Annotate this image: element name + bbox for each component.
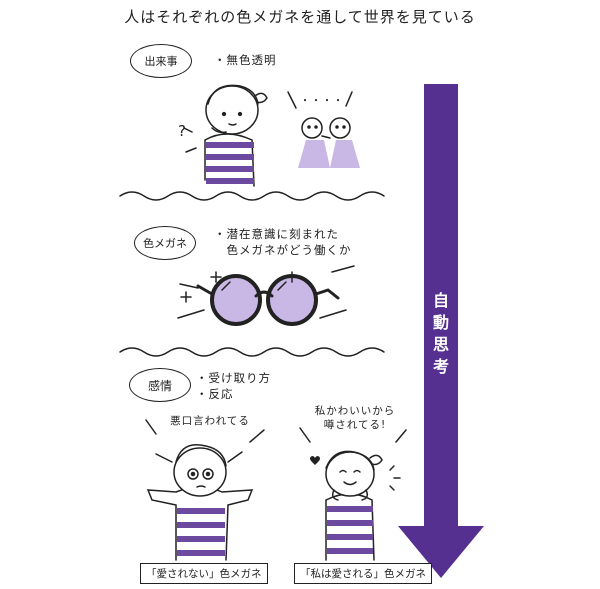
section-label-emotion: 感情 [129, 368, 191, 402]
question-mark: ? [178, 122, 186, 140]
section-label-glasses: 色メガネ [134, 226, 196, 260]
person-thinking-illustration [183, 84, 268, 187]
sparkle-icon [389, 465, 401, 491]
right-caption: 「私は愛される」色メガネ [294, 563, 432, 584]
section-desc-emotion: ・受け取り方 ・反応 [196, 371, 271, 401]
happy-person-illustration [299, 427, 407, 561]
two-people-whispering-illustration [287, 91, 360, 168]
section-desc-glasses: ・潜在意識に刻まれた 色メガネがどう働くか [214, 227, 352, 257]
right-speech-text: 私かわいいから 噂されてる! [314, 405, 396, 431]
left-speech-text: 悪口言われてる [170, 415, 250, 427]
page-title: 人はそれぞれの色メガネを通して世界を見ている [124, 8, 476, 26]
sunglasses-illustration [177, 265, 355, 326]
worried-person-illustration [145, 419, 265, 561]
thought-dots: ・・・・ [300, 96, 344, 107]
arrow-label: 自動思考 [432, 291, 449, 376]
section-desc-event: ・無色透明 [214, 53, 277, 67]
wave-line-2 [119, 347, 385, 357]
wave-line-1 [119, 191, 385, 201]
section-label-event: 出来事 [130, 44, 192, 78]
left-caption: 「愛されない」色メガネ [140, 563, 268, 584]
heart-icon [310, 456, 320, 465]
